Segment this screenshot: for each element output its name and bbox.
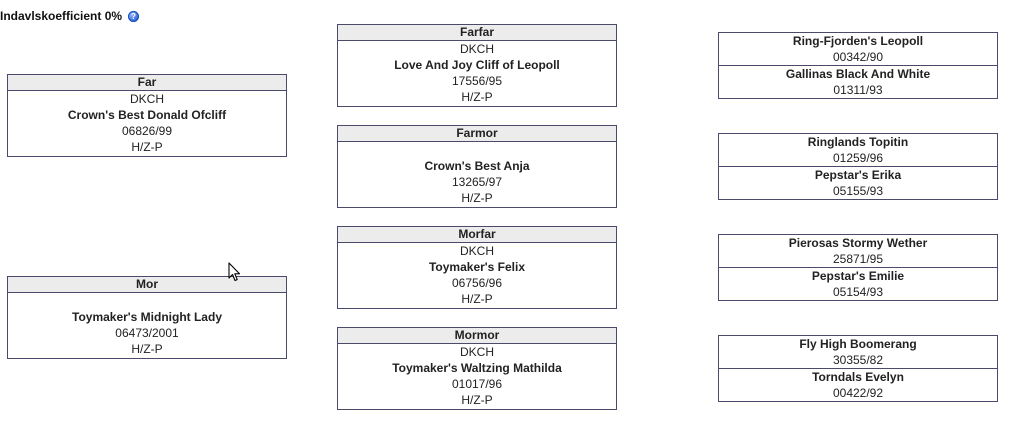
great-grandparent-reg: 00422/92 — [832, 386, 884, 400]
parent-title — [8, 293, 286, 309]
great-grandparent-reg: 05155/93 — [832, 184, 884, 198]
grandparent-reg: 17556/95 — [451, 74, 503, 88]
great-grandparents-pair-1: Ring-Fjorden's Leopoll 00342/90 Gallinas… — [718, 32, 998, 99]
parent-role: Mor — [8, 277, 286, 293]
parent-reg: 06826/99 — [121, 124, 173, 138]
grandparent-role: Morfar — [338, 227, 616, 243]
great-grandparent-dam[interactable]: Gallinas Black And White 01311/93 — [719, 65, 997, 97]
great-grandparents-pair-3: Pierosas Stormy Wether 25871/95 Pepstar'… — [718, 234, 998, 301]
great-grandparent-name[interactable]: Gallinas Black And White — [785, 67, 931, 81]
great-grandparents-pair-2: Ringlands Topitin 01259/96 Pepstar's Eri… — [718, 133, 998, 200]
grandparent-name[interactable]: Crown's Best Anja — [424, 159, 530, 173]
grandparent-reg: 01017/96 — [451, 377, 503, 391]
grandparent-name[interactable]: Toymaker's Waltzing Mathilda — [392, 361, 562, 375]
great-grandparent-reg: 01311/93 — [833, 83, 883, 97]
great-grandparent-reg: 05154/93 — [832, 285, 884, 299]
grandparent-role: Mormor — [338, 328, 616, 344]
grandparent-hd: H/Z-P — [461, 393, 493, 407]
inbreeding-label: Indavlskoefficient 0% — [0, 9, 123, 23]
great-grandparent-dam[interactable]: Pepstar's Emilie 05154/93 — [719, 267, 997, 299]
question-circle-icon[interactable]: ? — [128, 10, 140, 22]
great-grandparent-reg: 25871/95 — [832, 252, 884, 266]
mouse-cursor-icon — [228, 262, 241, 282]
inbreeding-coefficient: Indavlskoefficient 0% ? — [0, 9, 140, 23]
grandparent-title — [338, 142, 616, 158]
great-grandparent-name[interactable]: Pepstar's Erika — [814, 168, 902, 182]
great-grandparents-pair-4: Fly High Boomerang 30355/82 Torndals Eve… — [718, 335, 998, 402]
great-grandparent-name[interactable]: Ringlands Topitin — [807, 135, 909, 149]
grandparent-reg: 06756/96 — [451, 276, 503, 290]
great-grandparent-name[interactable]: Ring-Fjorden's Leopoll — [792, 34, 924, 48]
grandparent-title: DKCH — [459, 345, 494, 359]
great-grandparent-sire[interactable]: Ring-Fjorden's Leopoll 00342/90 — [719, 33, 997, 65]
great-grandparent-name[interactable]: Fly High Boomerang — [799, 337, 917, 351]
grandparent-box-farmor[interactable]: Farmor Crown's Best Anja 13265/97 H/Z-P — [337, 125, 617, 208]
grandparent-role: Farfar — [338, 25, 616, 41]
grandparent-box-morfar[interactable]: Morfar DKCH Toymaker's Felix 06756/96 H/… — [337, 226, 617, 309]
parent-role: Far — [8, 75, 286, 91]
parent-title: DKCH — [129, 92, 164, 106]
parent-hd: H/Z-P — [131, 140, 163, 154]
great-grandparent-sire[interactable]: Fly High Boomerang 30355/82 — [719, 336, 997, 368]
parent-name[interactable]: Crown's Best Donald Ofcliff — [67, 108, 227, 122]
grandparent-box-farfar[interactable]: Farfar DKCH Love And Joy Cliff of Leopol… — [337, 24, 617, 107]
grandparent-hd: H/Z-P — [461, 191, 493, 205]
great-grandparent-sire[interactable]: Pierosas Stormy Wether 25871/95 — [719, 235, 997, 267]
parent-name[interactable]: Toymaker's Midnight Lady — [72, 310, 222, 324]
parent-reg: 06473/2001 — [115, 326, 179, 340]
parent-hd: H/Z-P — [131, 342, 163, 356]
grandparent-role: Farmor — [338, 126, 616, 142]
great-grandparent-sire[interactable]: Ringlands Topitin 01259/96 — [719, 134, 997, 166]
great-grandparent-name[interactable]: Pierosas Stormy Wether — [788, 236, 928, 250]
great-grandparent-name[interactable]: Torndals Evelyn — [812, 370, 904, 384]
great-grandparent-reg: 00342/90 — [832, 50, 884, 64]
grandparent-name[interactable]: Toymaker's Felix — [428, 260, 525, 274]
great-grandparent-dam[interactable]: Pepstar's Erika 05155/93 — [719, 166, 997, 198]
great-grandparent-name[interactable]: Pepstar's Emilie — [811, 269, 905, 283]
grandparent-hd: H/Z-P — [461, 292, 493, 306]
grandparent-reg: 13265/97 — [451, 175, 503, 189]
parent-box-far[interactable]: Far DKCH Crown's Best Donald Ofcliff 068… — [7, 74, 287, 157]
grandparent-name[interactable]: Love And Joy Cliff of Leopoll — [394, 58, 560, 72]
great-grandparent-reg: 01259/96 — [832, 151, 884, 165]
grandparent-box-mormor[interactable]: Mormor DKCH Toymaker's Waltzing Mathilda… — [337, 327, 617, 410]
parent-box-mor[interactable]: Mor Toymaker's Midnight Lady 06473/2001 … — [7, 276, 287, 359]
grandparent-hd: H/Z-P — [461, 90, 493, 104]
grandparent-title: DKCH — [459, 244, 494, 258]
grandparent-title: DKCH — [459, 42, 494, 56]
great-grandparent-reg: 30355/82 — [832, 353, 884, 367]
great-grandparent-dam[interactable]: Torndals Evelyn 00422/92 — [719, 368, 997, 400]
